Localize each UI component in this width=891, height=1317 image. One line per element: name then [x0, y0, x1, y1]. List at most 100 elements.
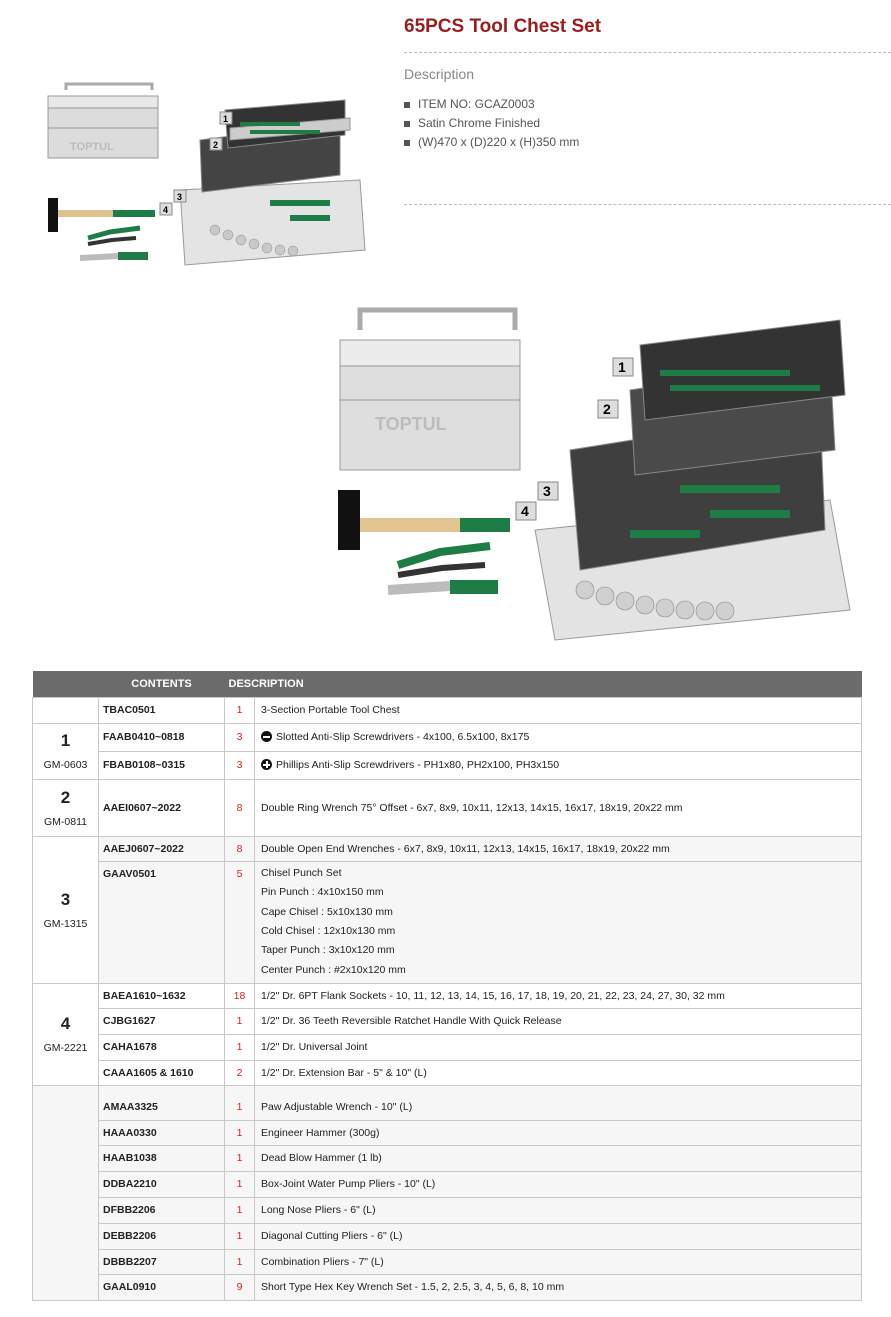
item-qty: 18: [224, 982, 255, 1009]
table-row: HAAA0330 1 Engineer Hammer (300g): [33, 1119, 862, 1146]
svg-text:3: 3: [177, 192, 182, 202]
group-code: GM-2221: [43, 1042, 88, 1054]
item-code: GAAV0501: [98, 860, 225, 984]
item-desc: 1/2" Dr. Extension Bar - 5" & 10" (L): [254, 1059, 862, 1086]
svg-text:3: 3: [543, 483, 551, 499]
spec-item: Satin Chrome Finished: [404, 114, 579, 133]
table-row: CJBG1627 1 1/2" Dr. 36 Teeth Reversible …: [33, 1007, 862, 1035]
item-code: BAEA1610~1632: [98, 982, 225, 1009]
item-code: CJBG1627: [98, 1007, 225, 1035]
table-row: 2 GM-0811 AAEI0607~2022 8 Double Ring Wr…: [32, 778, 862, 837]
group-cell: [32, 696, 99, 724]
item-qty: 8: [224, 778, 255, 837]
group-cell: 4 GM-2221: [32, 982, 99, 1086]
item-desc-cell: Phillips Anti-Slip Screwdrivers - PH1x80…: [254, 750, 862, 780]
svg-text:TOPTUL: TOPTUL: [375, 414, 447, 434]
item-qty: 1: [224, 1144, 255, 1172]
item-code: DEBB2206: [98, 1222, 225, 1250]
bullet-square-icon: [404, 139, 410, 146]
item-desc: Double Open End Wrenches - 6x7, 8x9, 10x…: [254, 835, 862, 862]
item-qty: 1: [224, 1196, 255, 1224]
item-code: HAAB1038: [98, 1144, 225, 1172]
item-desc: Engineer Hammer (300g): [254, 1119, 862, 1146]
desc-line: Cape Chisel : 5x10x130 mm: [261, 905, 393, 918]
group-cell: [32, 1084, 99, 1301]
product-image-main[interactable]: TOPTUL 1 2 3 4: [330, 300, 860, 665]
item-code: AMAA3325: [98, 1084, 225, 1121]
svg-text:2: 2: [213, 140, 218, 150]
header-contents: CONTENTS: [98, 671, 225, 697]
group-cell: 1 GM-0603: [32, 722, 99, 780]
item-desc: 3-Section Portable Tool Chest: [254, 696, 862, 724]
item-desc: Phillips Anti-Slip Screwdrivers - PH1x80…: [276, 759, 560, 771]
item-code: HAAA0330: [98, 1119, 225, 1146]
item-qty: 1: [224, 1222, 255, 1250]
item-code: GAAL0910: [98, 1273, 225, 1301]
svg-text:TOPTUL: TOPTUL: [70, 141, 114, 153]
spec-list: ITEM NO: GCAZ0003 Satin Chrome Finished …: [404, 95, 579, 152]
item-desc: Long Nose Pliers - 6" (L): [254, 1196, 862, 1224]
item-qty: 1: [224, 1007, 255, 1035]
item-qty: 1: [224, 1170, 255, 1198]
description-heading: Description: [404, 66, 475, 82]
item-qty: 3: [224, 722, 255, 752]
item-code: TBAC0501: [98, 696, 225, 724]
table-row: DBBB2207 1 Combination Pliers - 7" (L): [33, 1248, 862, 1275]
group-code: GM-0603: [43, 759, 88, 771]
divider: [404, 204, 891, 205]
item-qty: 3: [224, 750, 255, 780]
header-description: DESCRIPTION: [224, 671, 862, 697]
table-row: CAHA1678 1 1/2" Dr. Universal Joint: [33, 1033, 862, 1061]
svg-text:1: 1: [223, 114, 228, 124]
group-number: 4: [60, 1014, 71, 1033]
table-row: DDBA2210 1 Box-Joint Water Pump Pliers -…: [33, 1170, 862, 1198]
item-code: AAEJ0607~2022: [98, 835, 225, 862]
desc-line: Pin Punch : 4x10x150 mm: [261, 886, 384, 899]
group-code: GM-0811: [44, 815, 87, 828]
item-code: FBAB0108~0315: [98, 750, 225, 780]
item-code: AAEI0607~2022: [98, 778, 225, 837]
item-qty: 9: [224, 1273, 255, 1301]
item-code: FAAB0410~0818: [98, 722, 225, 752]
item-desc-cell: Slotted Anti-Slip Screwdrivers - 4x100, …: [254, 722, 862, 752]
item-desc: Slotted Anti-Slip Screwdrivers - 4x100, …: [276, 731, 530, 743]
group-code: GM-1315: [43, 917, 88, 930]
item-code: DBBB2207: [98, 1248, 225, 1275]
item-qty: 1: [224, 1033, 255, 1061]
item-desc: Double Ring Wrench 75° Offset - 6x7, 8x9…: [254, 778, 862, 837]
phillips-tip-icon: [261, 759, 272, 770]
group-number: 3: [60, 889, 71, 909]
group-number: 2: [60, 787, 71, 807]
item-qty: 1: [224, 1119, 255, 1146]
table-row: AMAA3325 1 Paw Adjustable Wrench - 10" (…: [32, 1084, 862, 1301]
group-number: 1: [60, 731, 71, 750]
table-row: DFBB2206 1 Long Nose Pliers - 6" (L): [33, 1196, 862, 1224]
product-image-thumbnail[interactable]: TOPTUL 1 2 3 4: [40, 80, 370, 275]
table-row: FBAB0108~0315 3 Phillips Anti-Slip Screw…: [33, 750, 862, 780]
item-qty: 1: [224, 1248, 255, 1275]
bullet-square-icon: [404, 101, 410, 108]
item-qty: 5: [224, 860, 255, 984]
desc-line: Center Punch : #2x10x120 mm: [261, 963, 406, 976]
contents-table: CONTENTS DESCRIPTION TBAC0501 1 3-Sectio…: [32, 671, 862, 1301]
item-qty: 8: [224, 835, 255, 862]
table-row: HAAB1038 1 Dead Blow Hammer (1 lb): [33, 1144, 862, 1172]
tool-chest-illustration: TOPTUL 1 2 3 4: [47, 82, 366, 266]
item-qty: 2: [224, 1059, 255, 1086]
table-row: 4 GM-2221 BAEA1610~1632 18 1/2" Dr. 6PT …: [32, 982, 862, 1086]
item-code: DDBA2210: [98, 1170, 225, 1198]
table-row: 3 GM-1315 AAEJ0607~2022 8 Double Open En…: [32, 835, 862, 984]
svg-text:4: 4: [163, 205, 168, 215]
item-desc: Box-Joint Water Pump Pliers - 10" (L): [254, 1170, 862, 1198]
table-row: 1 GM-0603 FAAB0410~0818 3 Slotted Anti-S…: [32, 722, 862, 780]
item-desc: Short Type Hex Key Wrench Set - 1.5, 2, …: [254, 1273, 862, 1301]
product-title: 65PCS Tool Chest Set: [404, 16, 602, 37]
svg-text:4: 4: [521, 503, 529, 519]
desc-line: Cold Chisel : 12x10x130 mm: [261, 925, 396, 937]
item-desc: Dead Blow Hammer (1 lb): [254, 1144, 862, 1172]
group-cell: 3 GM-1315: [32, 835, 99, 984]
item-desc: 1/2" Dr. 6PT Flank Sockets - 10, 11, 12,…: [254, 982, 862, 1009]
item-qty: 1: [224, 1084, 255, 1121]
table-row: CAAA1605 & 1610 2 1/2" Dr. Extension Bar…: [33, 1059, 862, 1086]
spec-item: ITEM NO: GCAZ0003: [404, 95, 579, 114]
